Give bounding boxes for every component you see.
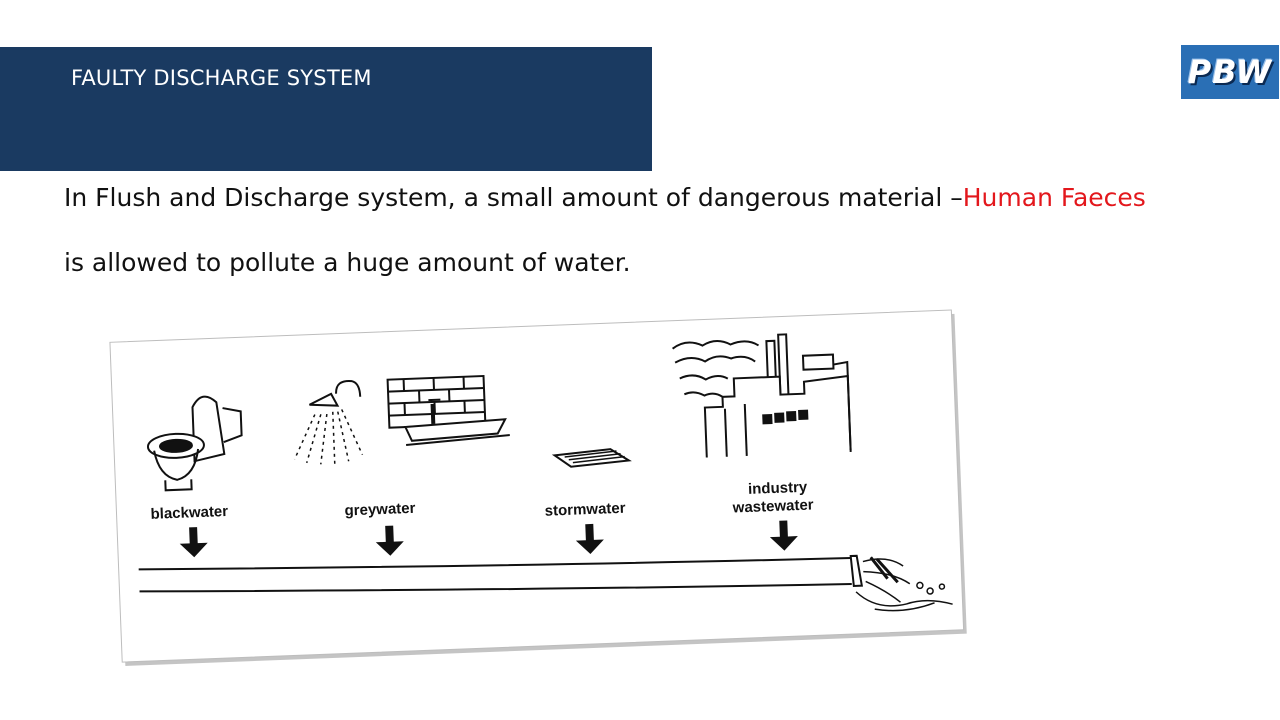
sink-icon <box>386 374 510 447</box>
logo-text: PBW <box>1187 53 1273 91</box>
arrow-icons <box>179 520 798 558</box>
pipe-outflow-icon <box>855 556 953 612</box>
label-greywater: greywater <box>344 500 416 520</box>
label-stormwater: stormwater <box>544 500 626 520</box>
arrow-down-icon <box>375 525 404 556</box>
label-blackwater: blackwater <box>150 503 228 523</box>
shower-icon <box>293 379 364 465</box>
arrow-down-icon <box>769 520 798 551</box>
sewer-pipe <box>138 554 864 593</box>
drain-grate-icon <box>551 448 632 468</box>
highlight-human-faeces: Human Faeces <box>962 183 1146 212</box>
label-industry: industry <box>748 479 808 498</box>
toilet-icon <box>146 395 243 492</box>
pbw-logo: PBW <box>1181 45 1279 99</box>
factory-icon <box>671 333 852 458</box>
body-text-line-2: is allowed to pollute a huge amount of w… <box>64 248 631 277</box>
discharge-illustration: blackwater greywater stormwater industry… <box>109 309 967 666</box>
body-text-prefix: In Flush and Discharge system, a small a… <box>64 183 963 212</box>
arrow-down-icon <box>179 527 208 558</box>
label-wastewater: wastewater <box>731 496 814 516</box>
title-bar <box>0 47 652 171</box>
body-text-line-1: In Flush and Discharge system, a small a… <box>64 183 1146 212</box>
slide-title: FAULTY DISCHARGE SYSTEM <box>71 66 372 90</box>
arrow-down-icon <box>575 523 604 555</box>
